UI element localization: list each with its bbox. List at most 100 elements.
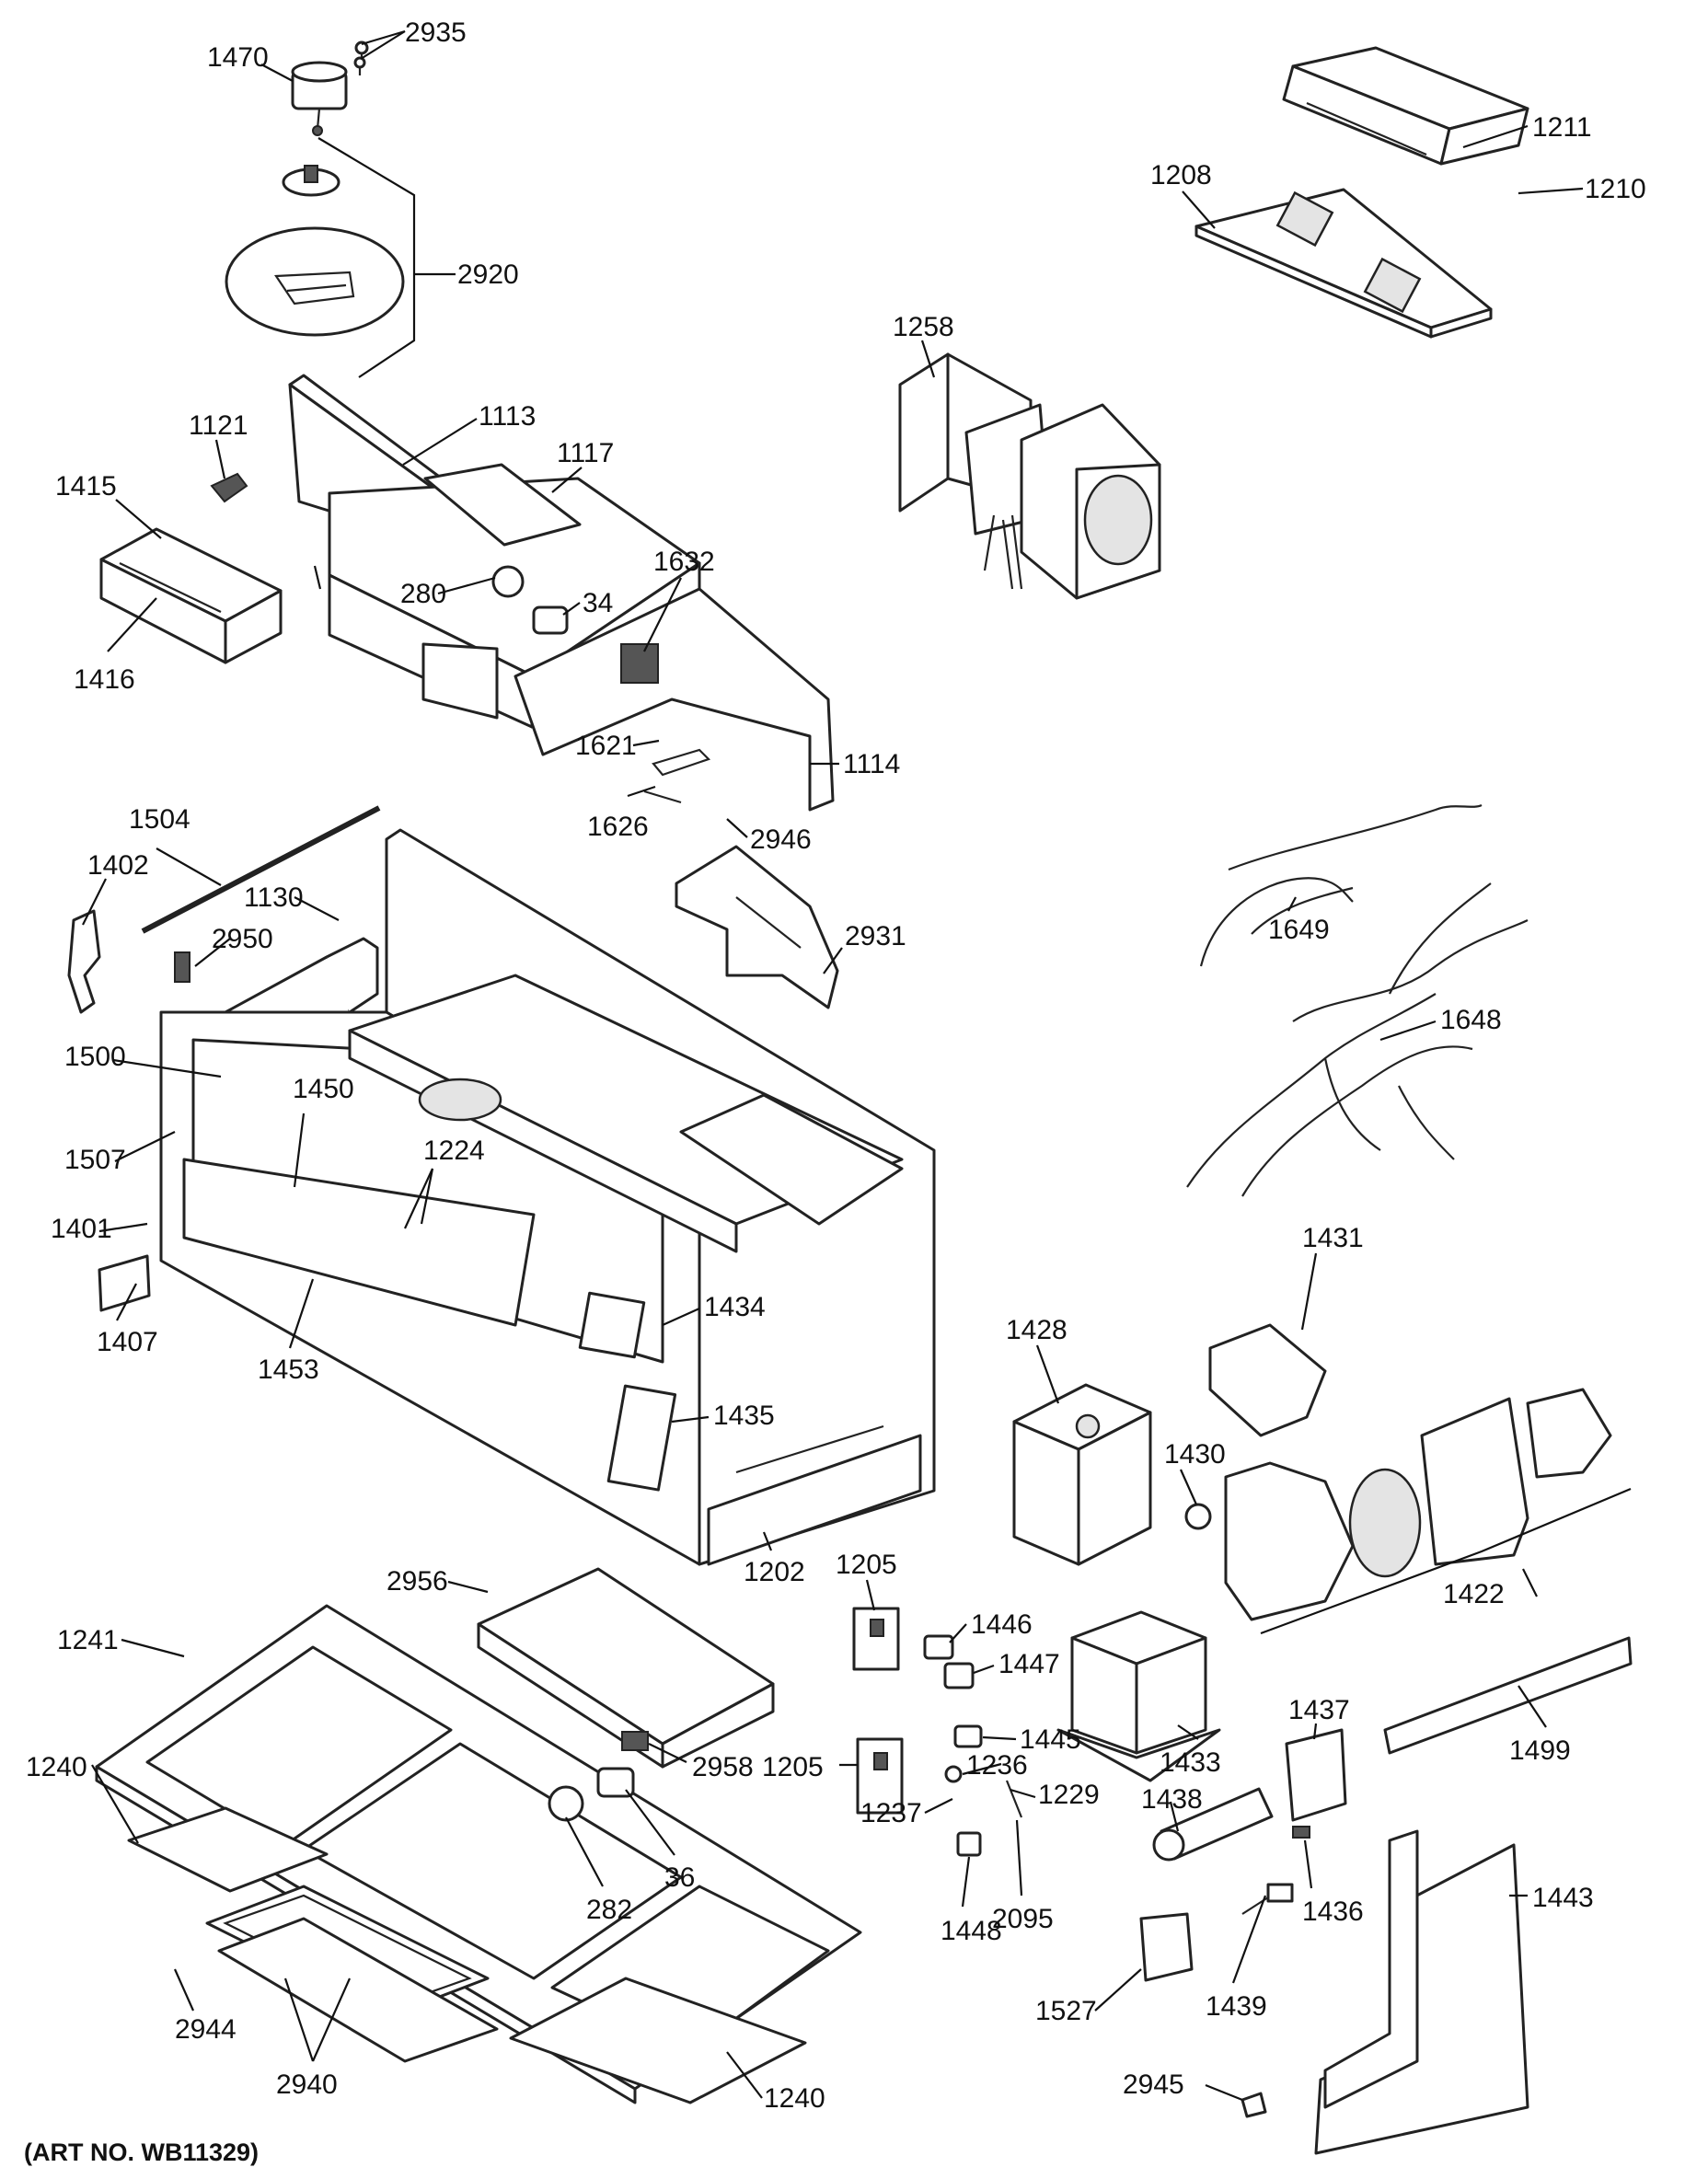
- callout-1415: 1415: [55, 471, 117, 502]
- vent-fan-motor: [898, 352, 1161, 600]
- bracket-1437: [1285, 1728, 1347, 1822]
- callout-1258: 1258: [893, 312, 954, 342]
- callout-2931: 2931: [845, 921, 906, 951]
- callout-1447: 1447: [998, 1649, 1060, 1679]
- callout-34: 34: [583, 588, 613, 618]
- callout-280: 280: [400, 579, 446, 609]
- callout-labels: 1470 2935 2920 1211 1210 1208 1258 1113 …: [26, 17, 1646, 2114]
- callout-2920: 2920: [457, 259, 519, 290]
- diode-1436: [1292, 1826, 1310, 1839]
- callout-1205b: 1205: [762, 1752, 824, 1782]
- callout-2945: 2945: [1123, 2069, 1184, 2100]
- callout-1438: 1438: [1141, 1784, 1203, 1815]
- callout-1407: 1407: [97, 1327, 158, 1357]
- callout-1450: 1450: [293, 1074, 354, 1104]
- callout-1202: 1202: [744, 1557, 805, 1587]
- lamp-282: [548, 1785, 584, 1822]
- callout-1443: 1443: [1532, 1883, 1594, 1913]
- callout-1446: 1446: [971, 1609, 1033, 1640]
- callout-1402: 1402: [87, 850, 149, 881]
- callout-2946: 2946: [750, 824, 812, 855]
- callout-1507: 1507: [64, 1145, 126, 1175]
- callout-1448: 1448: [941, 1916, 1002, 1946]
- callout-1632: 1632: [653, 547, 715, 577]
- callout-1237: 1237: [860, 1798, 922, 1828]
- blower-assembly-1422: [1224, 1388, 1612, 1621]
- wire-harness-1649: [1199, 803, 1483, 967]
- control-housing-assembly: [288, 374, 835, 812]
- latch-1121: [210, 472, 248, 503]
- callout-2095: 2095: [992, 1904, 1054, 1934]
- air-duct-1431: [1208, 1323, 1327, 1437]
- callout-1428: 1428: [1006, 1315, 1068, 1345]
- callout-36: 36: [664, 1862, 695, 1893]
- screws-2935: [353, 40, 369, 75]
- callout-1229: 1229: [1038, 1780, 1100, 1810]
- callout-1470: 1470: [207, 42, 269, 73]
- panel-1443: [1314, 1829, 1529, 2155]
- callout-1504: 1504: [129, 804, 190, 835]
- callout-1401: 1401: [51, 1214, 112, 1244]
- callout-1240a: 1240: [26, 1752, 87, 1782]
- socket-36: [596, 1767, 635, 1798]
- callout-1422: 1422: [1443, 1579, 1505, 1609]
- turntable-motor: [291, 61, 348, 136]
- callout-1210: 1210: [1585, 174, 1646, 204]
- callout-1433: 1433: [1160, 1747, 1221, 1778]
- callout-1113: 1113: [479, 401, 536, 432]
- callout-1430: 1430: [1164, 1439, 1226, 1470]
- art-number: (ART NO. WB11329): [24, 2139, 259, 2166]
- callout-1445: 1445: [1020, 1724, 1081, 1755]
- callout-1434: 1434: [704, 1292, 766, 1322]
- callout-1626: 1626: [587, 812, 649, 842]
- bracket-1402: [67, 909, 101, 1014]
- callout-1236: 1236: [966, 1750, 1028, 1781]
- callout-1211: 1211: [1532, 112, 1592, 143]
- leader-lines: [82, 29, 1632, 2102]
- callout-1648: 1648: [1440, 1005, 1502, 1035]
- callout-2950: 2950: [212, 924, 273, 954]
- clip-2945: [1241, 2092, 1267, 2118]
- callout-1431: 1431: [1302, 1223, 1364, 1253]
- callout-1621: 1621: [575, 731, 637, 761]
- callout-1527: 1527: [1035, 1996, 1097, 2026]
- callout-1121: 1121: [189, 410, 248, 441]
- callout-1114: 1114: [843, 749, 900, 779]
- callout-1205a: 1205: [836, 1550, 897, 1580]
- mounting-bar-1499: [1383, 1636, 1633, 1755]
- transformer-1433: [1056, 1610, 1221, 1782]
- callout-1241: 1241: [57, 1625, 119, 1655]
- callout-1117: 1117: [557, 438, 614, 468]
- cover-1527: [1139, 1912, 1194, 1982]
- callout-1437: 1437: [1288, 1695, 1350, 1725]
- callout-1500: 1500: [64, 1042, 126, 1072]
- callout-1435: 1435: [713, 1401, 775, 1431]
- callout-2958: 2958: [692, 1752, 754, 1782]
- callout-1649: 1649: [1268, 915, 1330, 945]
- magnetron-1428: [1012, 1383, 1152, 1566]
- callout-1240b: 1240: [764, 2083, 825, 2114]
- turntable-plate: [225, 226, 405, 337]
- capacitor-1438: [1152, 1787, 1274, 1862]
- callout-282: 282: [586, 1895, 632, 1925]
- bracket-1407: [98, 1254, 151, 1312]
- shield-2931: [675, 845, 839, 1009]
- wire-harness-1648: [1186, 882, 1529, 1197]
- rod-1504: [141, 805, 381, 934]
- callout-2935: 2935: [405, 17, 467, 48]
- grease-filter-2940: [205, 1885, 499, 2063]
- part-2950: [174, 951, 190, 983]
- duct-box-1415: [99, 527, 283, 664]
- interlock-switch-1205-upper: [852, 1607, 900, 1671]
- callout-1208: 1208: [1150, 160, 1212, 190]
- callout-1224: 1224: [423, 1136, 485, 1166]
- bracket-2958: [621, 1731, 649, 1751]
- interlock-switch-1205-lower: [856, 1737, 904, 1815]
- callout-1436: 1436: [1302, 1897, 1364, 1927]
- callout-1416: 1416: [74, 664, 135, 695]
- callout-1453: 1453: [258, 1355, 319, 1385]
- callout-2956: 2956: [387, 1566, 448, 1597]
- callout-1130: 1130: [244, 882, 304, 913]
- callout-2944: 2944: [175, 2014, 237, 2045]
